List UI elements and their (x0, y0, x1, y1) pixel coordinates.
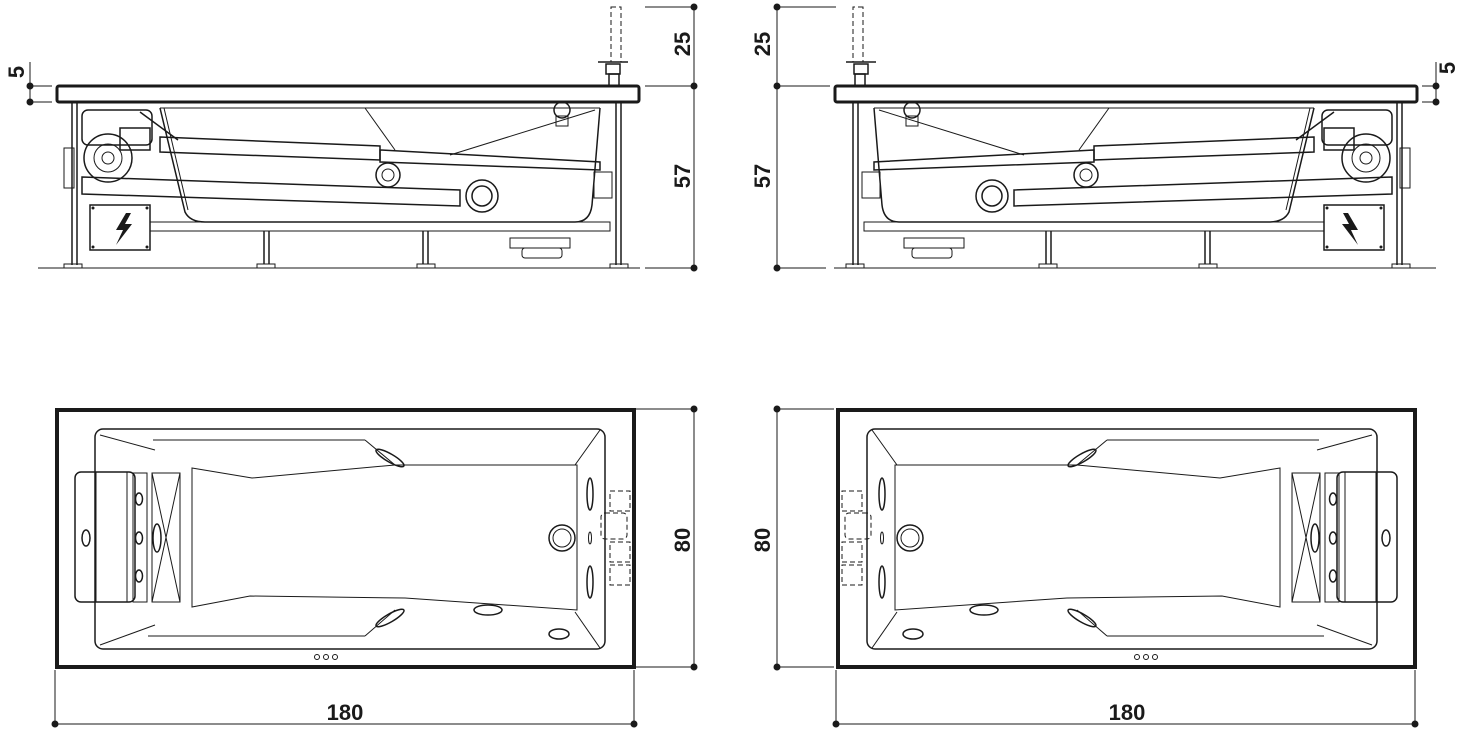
dim-rim-left: 5 (4, 66, 29, 78)
dim-faucet-right: 25 (750, 32, 775, 56)
dim-faucet-left: 25 (670, 32, 695, 56)
top-view-left: 80 180 (51, 405, 698, 728)
dim-length-right: 180 (1109, 700, 1146, 725)
side-view-right: 5 25 57 (750, 3, 1460, 272)
side-view-left: 5 25 57 (4, 3, 698, 272)
top-view-right: 80 180 (750, 405, 1419, 728)
dim-height-left: 57 (670, 164, 695, 188)
dim-length-left: 180 (327, 700, 364, 725)
dim-rim-right: 5 (1435, 62, 1460, 74)
dim-width-left: 80 (670, 528, 695, 552)
dim-height-right: 57 (750, 164, 775, 188)
dim-width-right: 80 (750, 528, 775, 552)
